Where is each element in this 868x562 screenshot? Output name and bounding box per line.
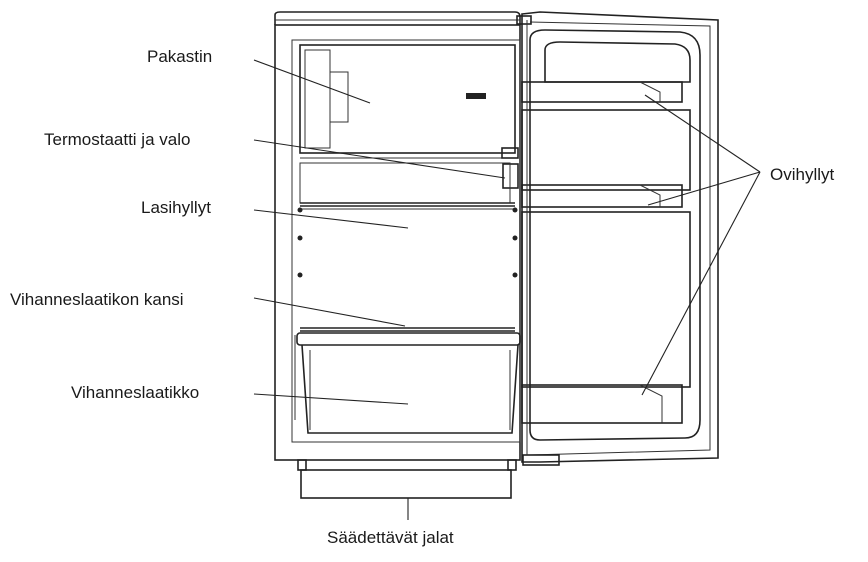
label-adjustable-feet: Säädettävät jalat [327, 528, 454, 547]
cabinet [274, 11, 521, 461]
crisper-cover-shape [294, 327, 515, 420]
leader-door-shelf-3 [641, 171, 761, 396]
leader-freezer [253, 59, 371, 104]
leader-glass-shelves [253, 209, 409, 229]
label-thermostat: Termostaatti ja valo [44, 130, 191, 149]
leader-door-shelf-2 [647, 171, 761, 206]
crisper-drawer [296, 332, 521, 434]
leader-lines [253, 59, 761, 520]
label-glass-shelves: Lasihyllyt [141, 198, 211, 217]
leader-door-shelf-1 [644, 94, 761, 173]
freezer-compartment [299, 44, 516, 159]
freezer-badge [466, 93, 486, 99]
label-crisper: Vihanneslaatikko [71, 383, 200, 402]
glass-shelves [297, 162, 518, 278]
label-freezer: Pakastin [147, 47, 213, 66]
label-crisper-cover: Vihanneslaatikon kansi [10, 290, 184, 309]
leader-crisper [253, 393, 409, 405]
leader-crisper-cover [253, 297, 406, 327]
feet [297, 459, 517, 499]
open-door [516, 11, 719, 466]
label-door-shelves: Ovihyllyt [770, 165, 835, 184]
leader-thermostat [253, 139, 506, 179]
